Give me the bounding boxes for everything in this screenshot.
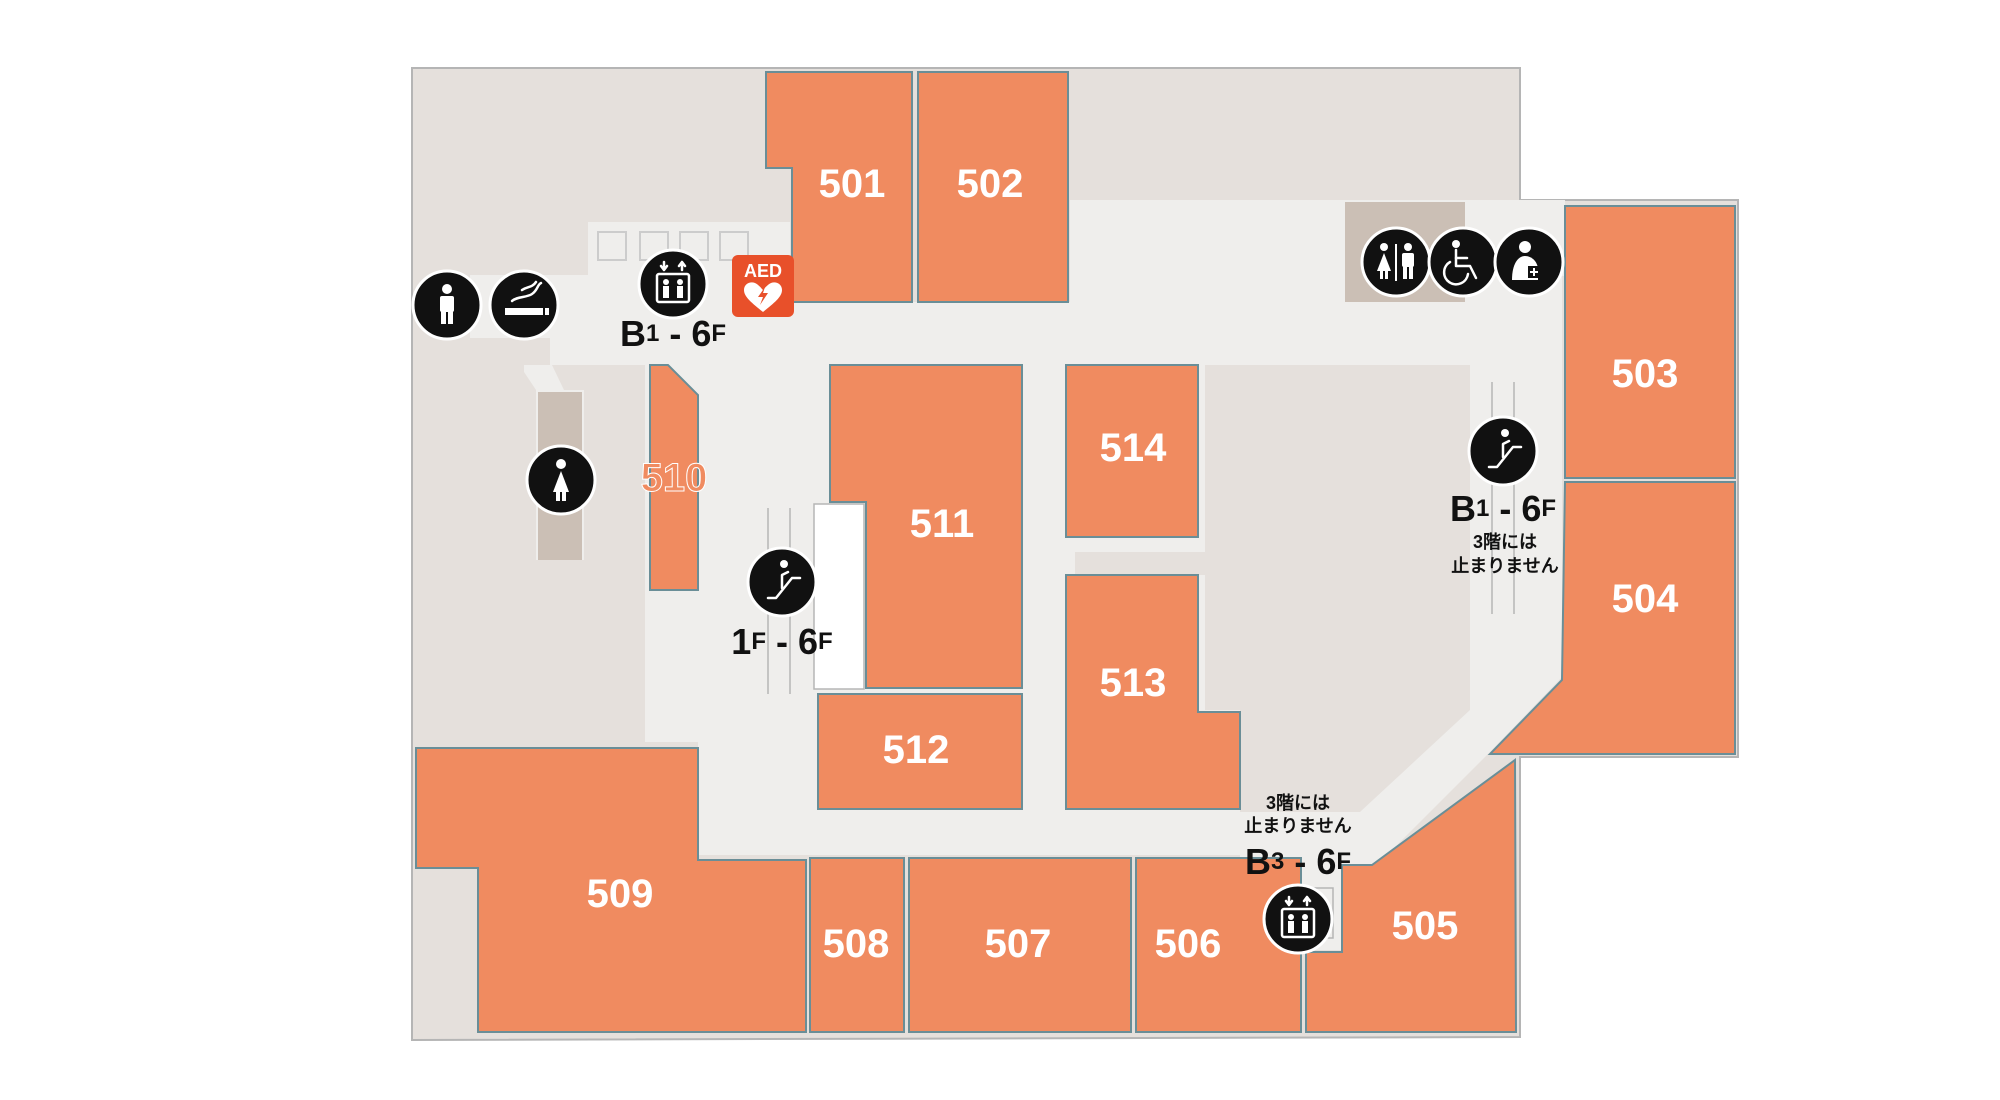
unit-510[interactable] [649,364,699,591]
escalator-east-note-line1: 3階には [1473,532,1537,552]
baby-care-icon[interactable] [1493,226,1565,298]
unit-503[interactable] [1564,205,1736,479]
smoking-icon[interactable] [488,269,560,341]
unit-502[interactable] [917,71,1069,303]
unit-label-504: 504 [1612,577,1679,621]
svg-text:B3 - 6F: B3 - 6F [1245,841,1351,882]
unit-label-510: 510 [641,456,708,500]
unit-511[interactable] [829,364,1023,689]
elevator-icon-west[interactable] [637,248,709,320]
unit-513-shape[interactable] [1065,574,1241,810]
escalator-east-note-line2: 止まりません [1451,555,1558,576]
unit-label-501: 501 [819,162,886,206]
escalator-east-range: B1 - 6F [1450,488,1556,529]
escalator-icon-east[interactable] [1467,415,1539,487]
elevator-south-note-line1: 3階には [1266,793,1330,813]
escalator-center-range: 1F - 6F [731,621,832,662]
men-restroom-icon[interactable] [411,269,483,341]
svg-text:B1 - 6F: B1 - 6F [1450,488,1556,529]
aed-icon[interactable]: AED [732,255,794,317]
elevator-south-note-line2: 止まりません [1244,815,1351,836]
unit-label-513: 513 [1100,661,1167,705]
unit-506[interactable] [1135,857,1302,1033]
unit-label-509: 509 [587,872,654,916]
svg-text:1F - 6F: 1F - 6F [731,621,832,662]
unit-label-503: 503 [1612,352,1679,396]
wheelchair-icon[interactable] [1427,226,1499,298]
unit-label-508: 508 [823,922,890,966]
unit-509[interactable] [415,747,807,1033]
unit-512[interactable] [817,693,1023,810]
unit-label-512: 512 [883,728,950,772]
unit-label-506: 506 [1155,922,1222,966]
svg-text:AED: AED [744,261,782,281]
unit-514[interactable] [1065,364,1199,538]
unit-label-507: 507 [985,922,1052,966]
unit-504[interactable] [1487,481,1736,755]
unit-label-505: 505 [1392,904,1459,948]
elevator-west-range: B1 - 6F [620,313,726,354]
atrium-void [1075,365,1470,812]
svg-text:B1 - 6F: B1 - 6F [620,313,726,354]
unit-label-502: 502 [957,162,1024,206]
elevator-south-range: B3 - 6F [1245,841,1351,882]
restroom-icon[interactable] [1360,226,1432,298]
escalator-central-well [813,503,865,690]
elevator-icon-south[interactable] [1262,883,1334,955]
unit-505[interactable] [1305,758,1518,1033]
escalator-icon-center[interactable] [746,546,818,618]
unit-508[interactable] [809,857,905,1033]
unit-label-511: 511 [910,502,975,546]
women-restroom-icon[interactable] [525,444,597,516]
unit-507[interactable] [908,857,1132,1033]
unit-label-514: 514 [1100,426,1167,470]
